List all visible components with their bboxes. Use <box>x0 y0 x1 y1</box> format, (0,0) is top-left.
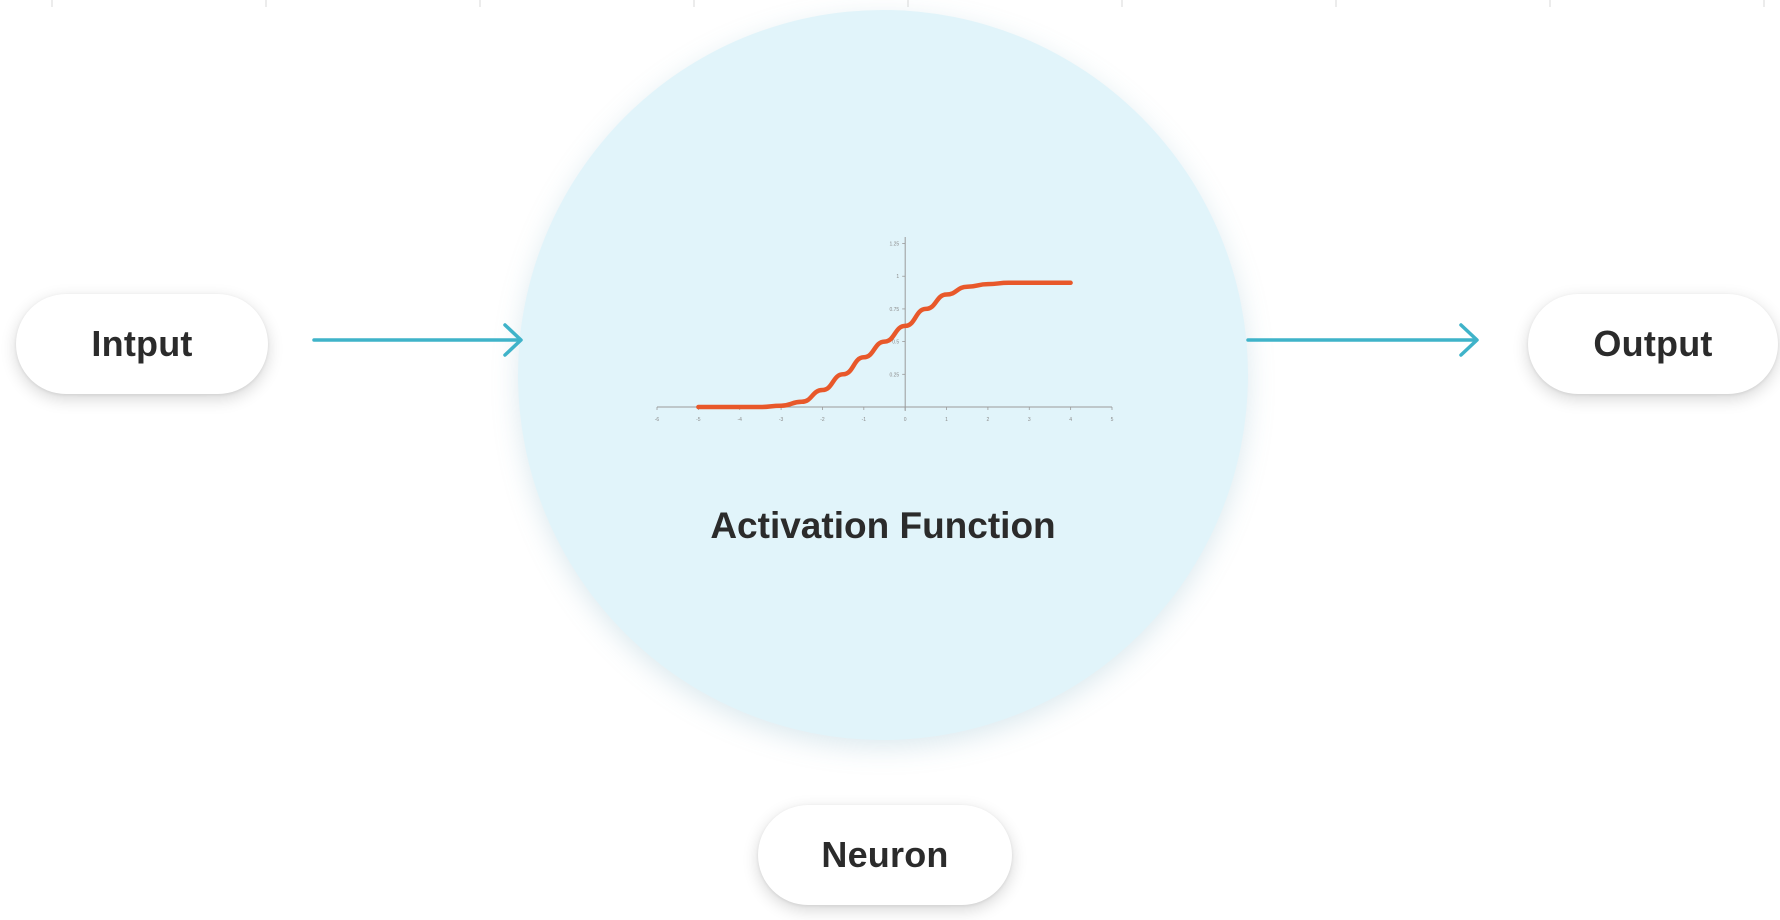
x-tick-label: 4 <box>1069 417 1072 423</box>
activation-function-label: Activation Function <box>710 505 1056 546</box>
arrow-right-icon <box>312 323 523 357</box>
activation-function-plot: -6 -5 -4 -3 -2 -1 0 1 2 3 4 5 0.25 0.5 0.75 1 1.25 <box>655 237 1114 423</box>
neuron-node: Neuron <box>758 805 1012 905</box>
x-tick-label: 0 <box>904 417 907 423</box>
x-tick-label: 2 <box>987 417 990 423</box>
output-node: Output <box>1528 294 1778 394</box>
output-label: Output <box>1593 323 1713 364</box>
plot-ticks: -6 -5 -4 -3 -2 -1 0 1 2 3 4 5 0.25 0.5 0.75 1 1.25 <box>655 242 1114 423</box>
plot-series <box>696 280 1073 410</box>
x-tick-label: -3 <box>779 417 784 423</box>
x-tick-label: -1 <box>862 417 867 423</box>
x-tick-label: 5 <box>1111 417 1114 423</box>
x-tick-label: -5 <box>696 417 701 423</box>
x-tick-label: -2 <box>820 417 825 423</box>
arrow-right-icon <box>1246 323 1479 357</box>
y-tick-label: 0.75 <box>889 307 899 313</box>
y-tick-label: 0.5 <box>892 340 899 346</box>
x-tick-label: 1 <box>945 417 948 423</box>
y-tick-label: 1 <box>896 274 899 280</box>
y-tick-label: 0.25 <box>889 372 899 378</box>
input-node: Intput <box>16 294 268 394</box>
activation-curve <box>696 280 1073 410</box>
x-tick-label: 3 <box>1028 417 1031 423</box>
neuron-circle <box>518 10 1248 740</box>
neuron-label: Neuron <box>821 834 949 875</box>
input-label: Intput <box>91 323 193 364</box>
top-tick-marks <box>51 0 1765 7</box>
x-tick-label: -6 <box>655 417 660 423</box>
plot-axes <box>657 237 1112 411</box>
y-tick-label: 1.25 <box>889 242 899 248</box>
x-tick-label: -4 <box>738 417 743 423</box>
